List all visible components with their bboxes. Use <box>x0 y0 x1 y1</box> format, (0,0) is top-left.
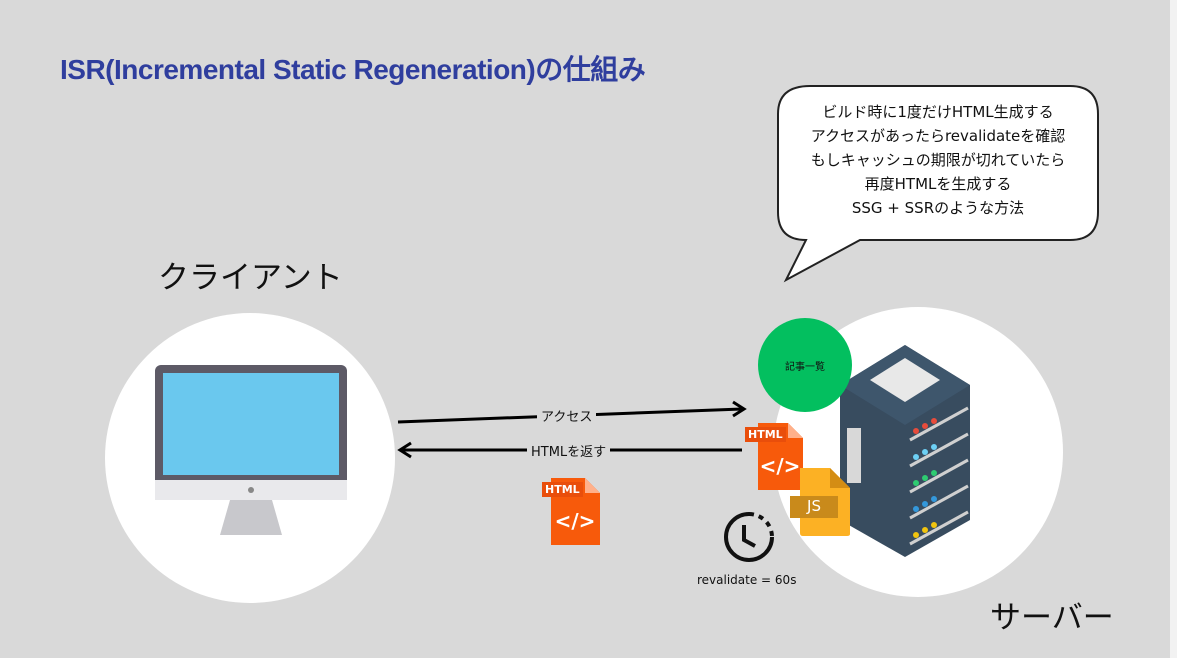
bubble-line: もしキャッシュの期限が切れていたら <box>810 151 1066 169</box>
access-label: アクセス <box>537 406 597 425</box>
monitor-icon <box>155 365 347 535</box>
scrollbar-strip <box>1170 0 1177 658</box>
html-tag: HTML <box>542 482 583 497</box>
revalidate-label: revalidate = 60s <box>697 573 797 587</box>
js-tag: JS <box>807 497 821 515</box>
bubble-line: ビルド時に1度だけHTML生成する <box>822 103 1054 121</box>
response-label: HTMLを返す <box>527 441 611 460</box>
js-file-icon: JS <box>790 468 850 536</box>
clock-refresh-icon <box>724 512 774 562</box>
server-label: サーバー <box>990 600 1114 636</box>
svg-text:</>: </> <box>555 509 596 533</box>
page-badge: 記事一覧 <box>758 318 852 412</box>
html-file-icon-transfer: </> HTML <box>542 478 602 546</box>
server-rack-icon <box>840 345 970 557</box>
svg-text:</>: </> <box>760 454 801 478</box>
bubble-text: ビルド時に1度だけHTML生成する アクセスがあったらrevalidateを確認… <box>777 100 1099 220</box>
html-tag: HTML <box>745 427 786 442</box>
page-title: ISR(Incremental Static Regeneration)の仕組み <box>60 54 646 85</box>
bubble-line: SSG + SSRのような方法 <box>851 199 1025 217</box>
html-file-icon-server: </> HTML <box>745 423 805 491</box>
bubble-line: 再度HTMLを生成する <box>864 175 1012 193</box>
speech-bubble <box>777 85 1099 283</box>
bubble-line: アクセスがあったらrevalidateを確認 <box>810 127 1066 145</box>
client-label: クライアント <box>158 260 343 296</box>
